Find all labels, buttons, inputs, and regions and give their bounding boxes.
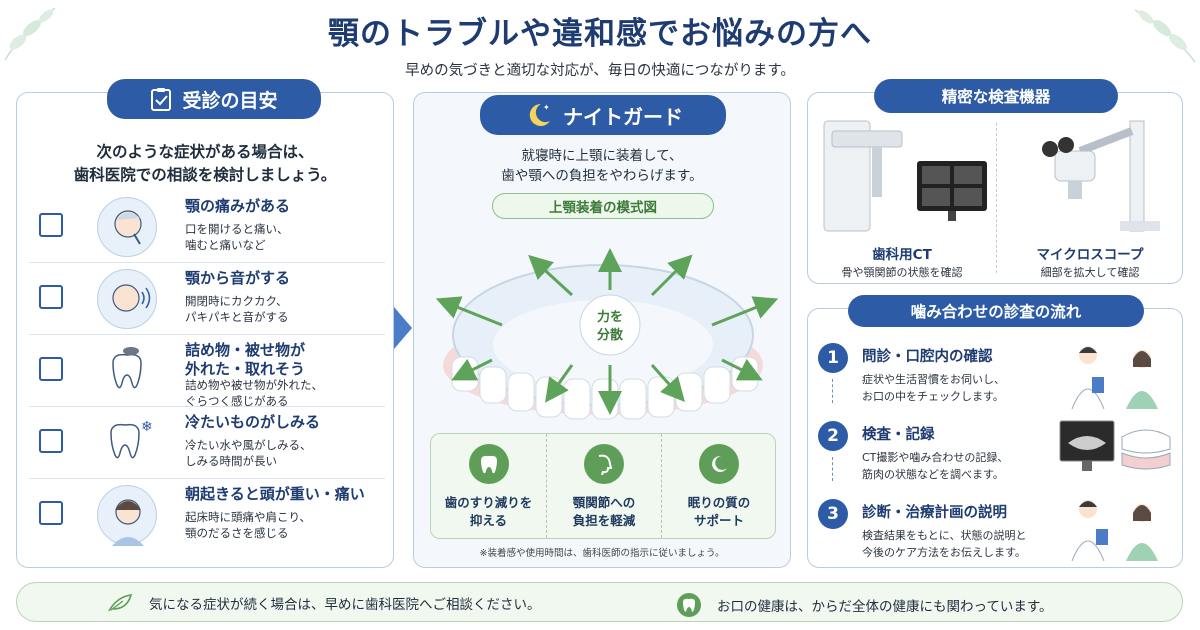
night-guard-heading: ✦ ナイトガード	[480, 95, 726, 135]
step-connector	[832, 457, 833, 481]
equipment-heading: 精密な検査機器	[874, 79, 1118, 113]
page-header: 顎のトラブルや違和感でお悩みの方へ 早めの気づきと適切な対応が、毎日の快適につな…	[0, 8, 1200, 80]
occlusion-exam-flow-panel: 噛み合わせの診査の流れ 1 問診・口腔内の確認 症状や生活習慣をお伺いし、 お口…	[807, 295, 1183, 571]
equipment-divider	[996, 123, 997, 273]
benefit-item: 顎関節への 負担を軽減	[546, 434, 661, 538]
diagram-label: 上顎装着の模式図	[492, 193, 714, 219]
symptom-title-line-2: 外れた・取れそう	[185, 360, 306, 378]
jaw-sound-illustration-icon	[97, 269, 157, 329]
consultation-guide-panel: 受診の目安 次のような症状がある場合は、 歯科医院での相談を検討しましょう。 顎…	[16, 79, 394, 568]
benefit-text: 眠りの質の サポート	[687, 495, 751, 528]
step-desc: 症状や生活習慣をお伺いし、 お口の中をチェックします。	[862, 373, 1005, 403]
ct-scanner-icon	[823, 120, 987, 232]
night-guard-title: ナイトガード	[563, 104, 683, 129]
step-connector	[832, 379, 833, 403]
tooth-icon	[468, 444, 509, 484]
intro-line-2: 歯科医院での相談を検討しましょう。	[73, 166, 337, 184]
equipment-desc: 骨や顎関節の状態を確認	[841, 266, 963, 279]
usage-note: ※装着感や使用時間は、歯科医師の指示に従いましょう。	[479, 548, 725, 559]
symptom-row: ❄ 冷たいものがしみる 冷たい水や風がしみる、 しみる時間が長い	[29, 407, 385, 479]
symptom-desc: 詰め物や被せ物が外れた、 ぐらつく感じがある	[185, 378, 323, 408]
morning-headache-illustration-icon	[97, 485, 157, 546]
footer-banner: 気になる症状が続く場合は、早めに歯科医院へご相談ください。 お口の健康は、からだ…	[16, 582, 1183, 622]
benefit-item: 眠りの質の サポート	[661, 434, 776, 538]
equipment-item-ct: 歯科用CT 骨や顎関節の状態を確認	[812, 111, 992, 283]
footer-left-text: 気になる症状が続く場合は、早めに歯科医院へご相談ください。	[149, 597, 541, 613]
tooth-filling-icon	[97, 341, 157, 401]
sensitive-tooth-icon: ❄	[97, 413, 157, 473]
symptom-checkbox[interactable]	[39, 213, 63, 237]
step-desc: CT撮影や噛み合わせの記録、 筋肉の状態などを調べます。	[862, 451, 1009, 481]
tooth-badge-icon	[677, 593, 701, 617]
equipment-title: マイクロスコープ	[1036, 247, 1144, 263]
consultation-intro: 次のような症状がある場合は、 歯科医院での相談を検討しましょう。	[17, 141, 393, 187]
moon-stars-icon: ✦	[529, 103, 550, 126]
symptom-checkbox[interactable]	[39, 429, 63, 453]
symptom-desc: 開閉時にカクカク、 パキパキと音がする	[185, 294, 289, 324]
leaf-icon	[108, 594, 133, 612]
symptom-checkbox[interactable]	[39, 285, 63, 309]
symptom-checkbox[interactable]	[39, 501, 63, 525]
flow-step: 2 検査・記録 CT撮影や噛み合わせの記録、 筋肉の状態などを調べます。	[818, 417, 1174, 493]
doctor-patient-consultation-icon	[1071, 346, 1158, 409]
step-title: 検査・記録	[862, 427, 935, 443]
night-guard-diagram: 力を 分散	[435, 248, 779, 420]
symptom-title-line-1: 詰め物・被せ物が	[185, 341, 306, 359]
force-label-line-1: 力を	[597, 309, 623, 325]
benefit-text: 歯のすり減りを 抑える	[444, 495, 533, 528]
benefit-text: 顎関節への 負担を軽減	[572, 495, 636, 528]
step-title: 問診・口腔内の確認	[862, 349, 993, 365]
moon-icon	[699, 444, 739, 484]
footer-left-message: 気になる症状が続く場合は、早めに歯科医院へご相談ください。	[107, 593, 541, 613]
intro-line-1: 次のような症状がある場合は、	[96, 143, 314, 161]
footer-right-text: お口の健康は、からだ全体の健康にも関わっています。	[717, 599, 1053, 615]
benefit-item: 歯のすり減りを 抑える	[431, 434, 546, 538]
symptom-row: 顎から音がする 開閉時にカクカク、 パキパキと音がする	[29, 263, 385, 335]
flow-step: 1 問診・口腔内の確認 症状や生活習慣をお伺いし、 お口の中をチェックします。	[818, 339, 1174, 415]
occlusion-flow-heading: 噛み合わせの診査の流れ	[848, 295, 1144, 327]
step-desc: 検査結果をもとに、状態の説明と 今後のケア方法をお伝えします。	[862, 529, 1027, 559]
flow-step: 3 診断・治療計画の説明 検査結果をもとに、状態の説明と 今後のケア方法をお伝え…	[818, 495, 1174, 571]
symptom-title: 顎から音がする	[185, 269, 291, 287]
symptom-row: 詰め物・被せ物が 外れた・取れそう 詰め物や被せ物が外れた、 ぐらつく感じがある	[29, 335, 385, 408]
equipment-title: 歯科用CT	[872, 247, 932, 263]
jaw-pain-illustration-icon	[97, 197, 157, 257]
step-number: 2	[818, 421, 848, 451]
consultation-guide-heading: 受診の目安	[107, 79, 321, 119]
symptom-title: 顎の痛みがある	[185, 197, 291, 215]
step-title: 診断・治療計画の説明	[862, 505, 1007, 521]
equipment-item-microscope: マイクロスコープ 細部を拡大して確認	[1000, 111, 1180, 283]
symptom-title: 朝起きると頭が重い・痛い	[185, 485, 365, 503]
microscope-icon	[1042, 120, 1160, 232]
symptom-desc: 冷たい水や風がしみる、 しみる時間が長い	[185, 438, 312, 468]
symptom-row: 顎の痛みがある 口を開けると痛い、 噛むと痛いなど	[29, 191, 385, 263]
chevron-right-icon	[394, 307, 412, 349]
equipment-desc: 細部を拡大して確認	[1040, 266, 1140, 279]
symptom-desc: 起床時に頭痛や肩こり、 顎のだるさを感じる	[185, 510, 312, 540]
symptom-row: 朝起きると頭が重い・痛い 起床時に頭痛や肩こり、 顎のだるさを感じる	[29, 479, 385, 551]
leaf-decoration-left-icon	[4, 7, 56, 61]
page-subtitle: 早めの気づきと適切な対応が、毎日の快適につながります。	[405, 63, 795, 79]
symptom-title: 詰め物・被せ物が 外れた・取れそう	[185, 341, 305, 379]
equipment-panel: 精密な検査機器 歯科用CT 骨や顎関節の状態を確認 マイクロスコープ 細部を拡大	[807, 79, 1183, 284]
page-title: 顎のトラブルや違和感でお悩みの方へ	[328, 16, 872, 52]
symptom-checkbox[interactable]	[39, 357, 63, 381]
force-label-line-2: 分散	[597, 327, 624, 343]
footer-right-message: お口の健康は、からだ全体の健康にも関わっています。	[677, 593, 1052, 617]
step-number: 3	[818, 499, 848, 529]
doctor-explaining-icon	[1071, 500, 1158, 561]
svg-text:✦: ✦	[543, 103, 550, 112]
clipboard-check-icon	[151, 88, 172, 111]
svg-text:❄: ❄	[141, 419, 153, 435]
night-guard-desc: 就寝時に上顎に装着して、 歯や顎への負担をやわらげます。	[501, 148, 703, 184]
night-guard-panel: ✦ ナイトガード 就寝時に上顎に装着して、 歯や顎への負担をやわらげます。 上顎…	[413, 92, 791, 568]
night-guard-benefits: 歯のすり減りを 抑える 顎関節への 負担を軽減 眠りの質の サポート	[430, 433, 776, 539]
leaf-decoration-right-icon	[1134, 9, 1196, 63]
symptom-desc: 口を開けると痛い、 噛むと痛いなど	[185, 222, 289, 252]
symptom-title: 冷たいものがしみる	[185, 413, 321, 431]
jaw-profile-icon	[584, 444, 624, 484]
consultation-guide-title: 受診の目安	[182, 89, 278, 112]
step-number: 1	[818, 343, 848, 373]
xray-and-dental-model-icon	[1059, 420, 1171, 471]
